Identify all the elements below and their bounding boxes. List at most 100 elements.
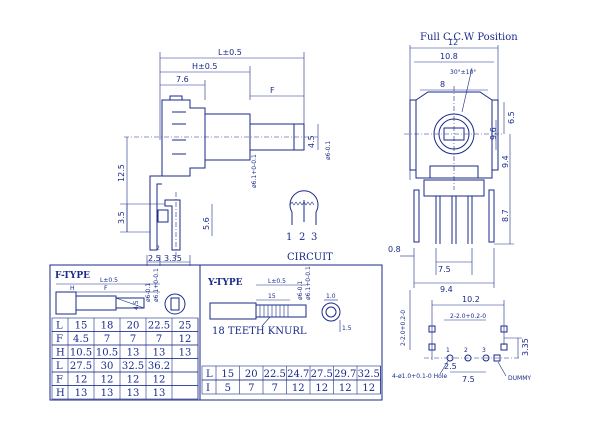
dim-3-35: 3.35 — [164, 254, 182, 263]
y-type-section: Y-TYPE L±0.5 15 ø6-0.1 ø6.1+0-0.1 18 TEE… — [207, 266, 352, 337]
y-type-cell: 12 — [362, 383, 375, 394]
dim-3-35b: 3.35 — [521, 338, 530, 356]
f-type-cell: 10.5 — [96, 348, 118, 359]
dim-7-6: 7.6 — [176, 75, 189, 84]
y-type-cell: 12 — [292, 383, 305, 394]
f-type-row-label: F — [56, 375, 63, 386]
f-dim-d61: ø6.1+0-0.1 — [153, 268, 160, 302]
y-dim-1-5: 1.5 — [342, 325, 352, 332]
y-type-cell: 15 — [221, 369, 234, 380]
f-type-cell: 30 — [101, 361, 114, 372]
y-type-cell: 5 — [225, 383, 231, 394]
pcb-pin-2: 2 — [464, 347, 468, 354]
f-type-cell: 32.5 — [122, 361, 144, 372]
dim-12: 12 — [448, 38, 458, 47]
f-dim-H: H — [70, 285, 75, 292]
f-type-cell: 25 — [179, 321, 192, 332]
f-type-cell: 12 — [153, 375, 166, 386]
f-type-cell: 20 — [127, 321, 140, 332]
y-type-row-label: L — [206, 369, 213, 380]
f-type-section: F-TYPE L±0.5 H F ø6-0.1 ø6.1+0-0.1 4.5 — [55, 268, 186, 315]
front-view: Full C.C.W Position 12 10.8 30°±10° 8 — [388, 32, 518, 294]
pcb-pin-3: 3 — [482, 347, 486, 354]
dim-2-5: 2.5 — [148, 254, 161, 263]
hole-label: 4-ø1.0+0.1-0 Hole — [392, 373, 448, 380]
f-type-cell: 12 — [179, 334, 192, 345]
front-view-title: Full C.C.W Position — [420, 32, 518, 43]
y-type-cell: 7 — [248, 383, 254, 394]
f-type-row-label: H — [56, 388, 65, 399]
dim-9-4: 9.4 — [501, 155, 510, 168]
y-dim-d61: ø6.1+0-0.1 — [305, 266, 312, 300]
f-type-cell: 7 — [104, 334, 110, 345]
f-type-cell: 13 — [75, 388, 88, 399]
dim-5-6: 5.6 — [202, 217, 211, 230]
f-dim-4-5: 4.5 — [133, 300, 140, 310]
y-type-cell: 20 — [245, 369, 258, 380]
f-type-cell: 36.2 — [148, 361, 170, 372]
f-type-row-label: H — [56, 348, 65, 359]
f-type-cell: 7 — [156, 334, 162, 345]
f-dim-L: L±0.5 — [100, 277, 118, 284]
dim-4-5: 4.5 — [307, 135, 316, 148]
dim-12-5: 12.5 — [117, 164, 126, 182]
f-type-cell: 13 — [179, 348, 192, 359]
f-type-cell: 13 — [127, 388, 140, 399]
type-table — [49, 264, 383, 401]
dim-2: 2 — [156, 245, 160, 252]
circuit-label: CIRCUIT — [287, 252, 333, 263]
f-type-cell: 10.5 — [70, 348, 92, 359]
dim-30deg: 30°±10° — [450, 69, 476, 76]
f-type-row-label: F — [56, 334, 63, 345]
f-type-cell: 12 — [101, 375, 114, 386]
f-type-cell: 15 — [75, 321, 88, 332]
pcb-layout: 10.2 2-2.0+0.2-0 2-2.0+0.2-0 1 2 3 3.35 … — [392, 290, 531, 384]
dim-10-2: 10.2 — [462, 295, 480, 304]
y-dim-L: L±0.5 — [268, 278, 286, 285]
y-dim-1-0: 1.0 — [326, 293, 336, 300]
dim-7-5: 7.5 — [438, 265, 451, 274]
y-type-cell: 7 — [272, 383, 278, 394]
knurl-label: 18 TEETH KNURL — [212, 326, 307, 337]
y-type-cell: 24.7 — [287, 369, 309, 380]
dim-3-5: 3.5 — [117, 211, 126, 224]
dim-F: F — [270, 86, 275, 95]
dim-0-8: 0.8 — [388, 245, 401, 254]
side-view: L±0.5 H±0.5 7.6 F 12.5 3.5 — [117, 48, 332, 266]
f-type-title: F-TYPE — [55, 271, 90, 281]
f-type-cell: 12 — [75, 375, 88, 386]
dim-9-4b: 9.4 — [440, 285, 453, 294]
y-type-cell: 12 — [339, 383, 352, 394]
y-type-cell: 22.5 — [264, 369, 286, 380]
f-type-cell: 13 — [101, 388, 114, 399]
dim-2-2a: 2-2.0+0.2-0 — [450, 313, 486, 320]
dim-9-6: 9.6 — [489, 127, 498, 140]
circuit-symbol: 1 2 3 CIRCUIT — [286, 190, 333, 263]
y-type-cell: 12 — [315, 383, 328, 394]
f-type-cell: 27.5 — [70, 361, 92, 372]
circuit-pin-3: 3 — [311, 232, 317, 243]
f-type-cell: 18 — [101, 321, 114, 332]
circuit-pin-2: 2 — [299, 232, 305, 243]
f-type-row-label: L — [56, 361, 63, 372]
f-type-cell: 7 — [130, 334, 136, 345]
f-type-cell: 4.5 — [73, 334, 89, 345]
dim-8: 8 — [440, 80, 445, 89]
y-dim-d6: ø6-0.1 — [297, 281, 304, 300]
f-dim-F: F — [104, 285, 108, 292]
f-dim-d6: ø6-0.1 — [145, 283, 152, 302]
pcb-pin-1: 1 — [446, 347, 450, 354]
f-type-cell: 22.5 — [148, 321, 170, 332]
dim-7-5b: 7.5 — [462, 375, 475, 384]
dim-10-8: 10.8 — [440, 52, 458, 61]
y-type-cell: 32.5 — [358, 369, 380, 380]
dim-L: L±0.5 — [218, 48, 242, 57]
y-type-row-label: I — [206, 383, 210, 394]
dim-6-5: 6.5 — [507, 111, 516, 124]
f-type-cell: 12 — [127, 375, 140, 386]
dim-2-5b: 2.5 — [444, 362, 457, 371]
dummy-label: DUMMY — [508, 375, 531, 382]
